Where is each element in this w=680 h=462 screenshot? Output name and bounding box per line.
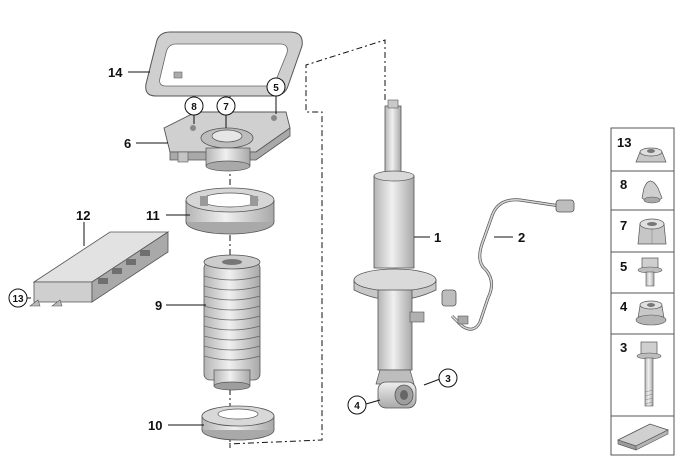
long-bolt-icon bbox=[636, 341, 662, 407]
part-10-lower-seat bbox=[201, 405, 275, 441]
callout-13: 13 bbox=[12, 294, 24, 305]
callout-12: 12 bbox=[76, 208, 90, 223]
legend-label-3: 3 bbox=[620, 340, 627, 355]
assembly-dash-lines bbox=[25, 39, 386, 448]
hex-nut-icon bbox=[637, 218, 667, 245]
part-9-bellows-boot bbox=[203, 254, 261, 391]
callout-8: 8 bbox=[191, 102, 197, 113]
part-14-frame-gasket bbox=[145, 31, 303, 97]
callout-9: 9 bbox=[155, 298, 162, 313]
legend-label-4: 4 bbox=[620, 299, 628, 314]
callout-5: 5 bbox=[273, 83, 279, 94]
part-12-control-unit bbox=[29, 231, 170, 307]
part-2-sensor-wire bbox=[441, 198, 575, 331]
callout-11: 11 bbox=[146, 208, 160, 223]
callout-6: 6 bbox=[124, 136, 131, 151]
legend-label-8: 8 bbox=[620, 177, 627, 192]
shim-plate-icon bbox=[616, 423, 670, 451]
flange-bolt-icon bbox=[637, 257, 663, 287]
callout-14: 14 bbox=[108, 65, 123, 80]
legend-label-13: 13 bbox=[617, 135, 631, 150]
callout-3: 3 bbox=[445, 374, 451, 385]
callout-4: 4 bbox=[354, 401, 360, 412]
legend-label-7: 7 bbox=[620, 218, 627, 233]
part-11-spring-seat bbox=[185, 187, 275, 235]
fastener-legend: 13 8 7 5 4 bbox=[610, 127, 675, 456]
legend-label-5: 5 bbox=[620, 259, 627, 274]
callout-10: 10 bbox=[148, 418, 162, 433]
leader-lines bbox=[83, 71, 513, 426]
rivet-nut-icon bbox=[641, 180, 663, 204]
part-6-top-mount bbox=[163, 111, 291, 172]
callout-7: 7 bbox=[223, 102, 229, 113]
part-1-shock-absorber bbox=[353, 99, 437, 409]
nut-cap-icon bbox=[635, 147, 667, 163]
collar-nut-icon bbox=[635, 300, 667, 326]
callout-2: 2 bbox=[518, 230, 525, 245]
callout-labels: 14 6 11 12 9 10 1 2 bbox=[76, 65, 525, 433]
circled-callouts: 8 7 5 13 3 4 bbox=[8, 77, 458, 415]
callout-1: 1 bbox=[434, 230, 441, 245]
